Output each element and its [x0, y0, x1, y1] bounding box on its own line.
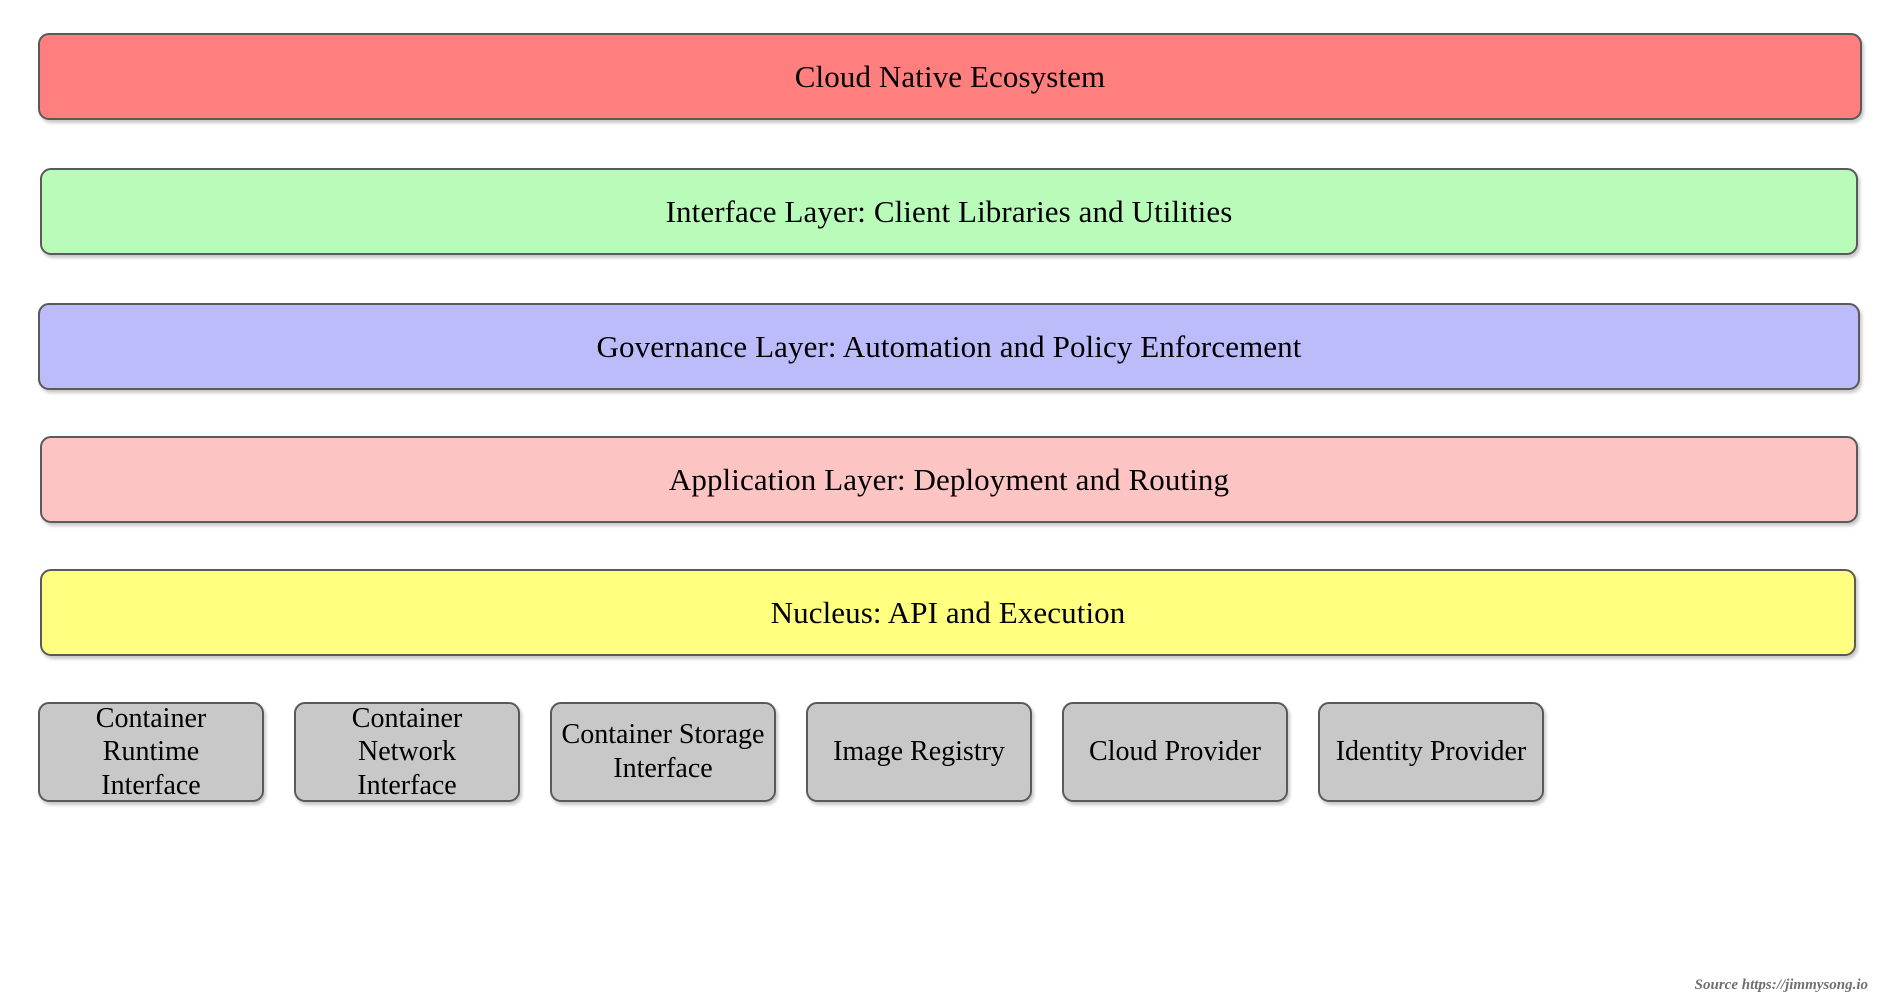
- component-box-cloud-provider[interactable]: Cloud Provider: [1062, 702, 1288, 802]
- component-box-identity-provider[interactable]: Identity Provider: [1318, 702, 1544, 802]
- layer-bar-cloud-native-ecosystem[interactable]: Cloud Native Ecosystem: [38, 33, 1862, 120]
- layer-bar-interface-layer[interactable]: Interface Layer: Client Libraries and Ut…: [40, 168, 1858, 255]
- layer-bar-application-layer[interactable]: Application Layer: Deployment and Routin…: [40, 436, 1858, 523]
- source-attribution: Source https://jimmysong.io: [1694, 977, 1868, 993]
- layer-bar-label: Interface Layer: Client Libraries and Ut…: [665, 193, 1233, 229]
- component-box-label: Image Registry: [833, 736, 1005, 768]
- component-box-image-registry[interactable]: Image Registry: [806, 702, 1032, 802]
- layer-bar-label: Governance Layer: Automation and Policy …: [596, 328, 1302, 364]
- layer-bar-nucleus[interactable]: Nucleus: API and Execution: [40, 569, 1856, 656]
- layer-bar-label: Cloud Native Ecosystem: [794, 58, 1106, 94]
- component-box-label: Identity Provider: [1335, 736, 1527, 768]
- layer-bar-governance-layer[interactable]: Governance Layer: Automation and Policy …: [38, 303, 1860, 390]
- layer-bar-label: Application Layer: Deployment and Routin…: [668, 461, 1230, 497]
- layer-bar-label: Nucleus: API and Execution: [770, 594, 1126, 630]
- component-box-label: Cloud Provider: [1089, 736, 1261, 768]
